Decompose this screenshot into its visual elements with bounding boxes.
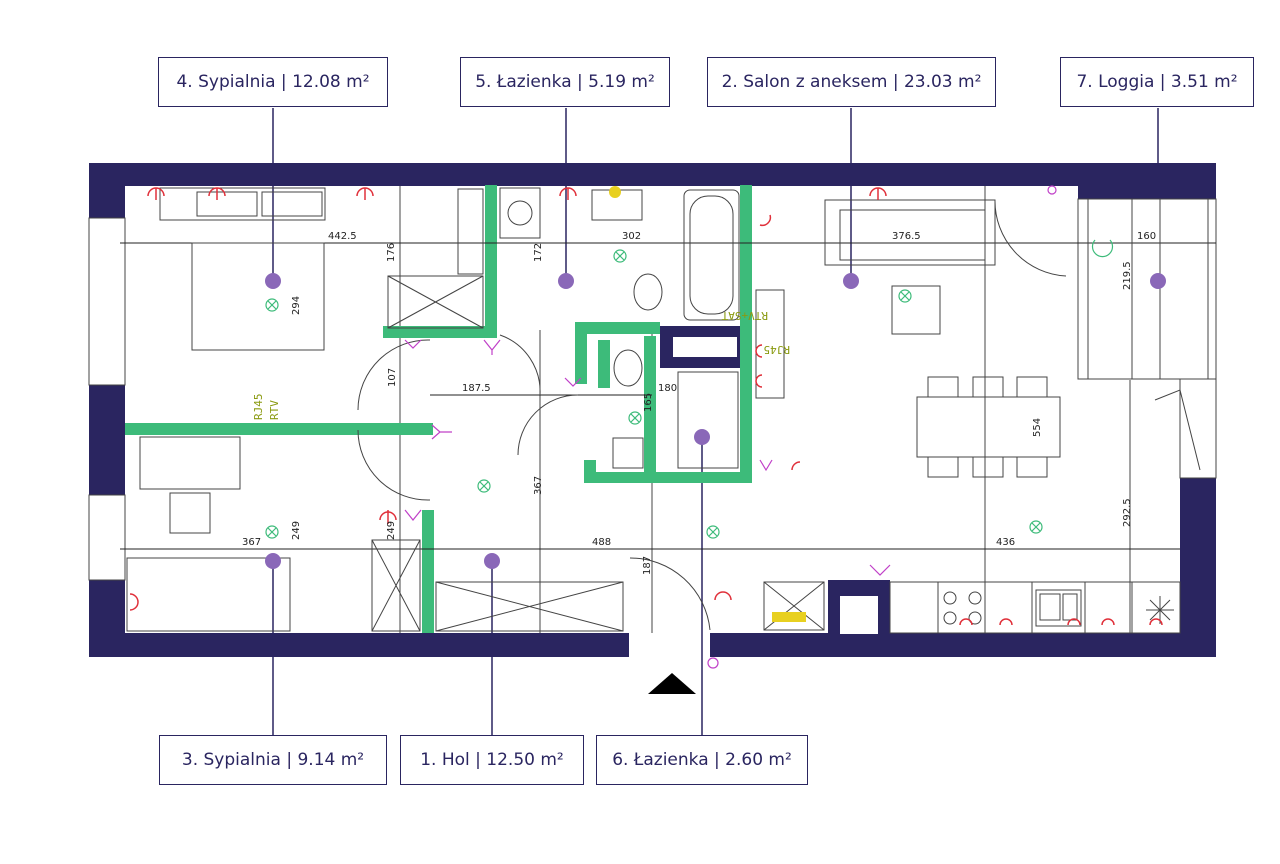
dim-442: 442.5	[328, 231, 357, 242]
dim-436: 436	[996, 537, 1015, 548]
wiring-fixtures	[404, 185, 1057, 669]
dim-249a: 249	[291, 521, 302, 540]
room-label-sypialnia-4: 4. Sypialnia | 12.08 m²	[158, 57, 388, 107]
room-marker-lazienka-6	[694, 429, 710, 445]
room-marker-sypialnia-3	[265, 553, 281, 569]
dim-249b: 249	[386, 521, 397, 540]
dim-376: 376.5	[892, 231, 921, 242]
room-label-hol-1: 1. Hol | 12.50 m²	[400, 735, 584, 785]
network-annotations: RJ45 RTV RTV+SAT RJ45	[252, 309, 790, 420]
entrance-arrow-icon	[648, 673, 696, 694]
rtv-left-label: RTV	[268, 400, 281, 420]
room-label-lazienka-6: 6. Łazienka | 2.60 m²	[596, 735, 808, 785]
rj45-right-label: RJ45	[764, 343, 791, 356]
room-markers	[265, 273, 1166, 569]
room-label-sypialnia-3: 3. Sypialnia | 9.14 m²	[159, 735, 387, 785]
thin-lines	[399, 185, 1131, 633]
room-label-lazienka-5: 5. Łazienka | 5.19 m²	[460, 57, 670, 107]
room-label-loggia-7: 7. Loggia | 3.51 m²	[1060, 57, 1254, 107]
dim-2195: 219.5	[1122, 261, 1133, 290]
outer-walls	[89, 163, 1216, 657]
dimension-lines	[120, 242, 1216, 550]
dim-367b: 367	[533, 476, 544, 495]
dim-554: 554	[1032, 418, 1043, 437]
room-marker-sypialnia-4	[265, 273, 281, 289]
dim-165: 165	[643, 393, 654, 412]
hob-light-icon	[772, 612, 806, 622]
ceiling-lights	[265, 239, 1114, 539]
room-marker-salon-2	[843, 273, 859, 289]
dim-1875: 187.5	[462, 383, 491, 394]
light-fixture-icon	[609, 186, 621, 198]
dim-180: 180	[658, 383, 677, 394]
dim-294: 294	[291, 296, 302, 315]
partition-walls	[125, 185, 752, 633]
furniture	[126, 187, 1181, 634]
room-label-salon-2: 2. Salon z aneksem | 23.03 m²	[707, 57, 996, 107]
loggia-frame	[1087, 199, 1209, 379]
dim-488: 488	[592, 537, 611, 548]
dim-107: 107	[387, 368, 398, 387]
dim-187: 187	[642, 556, 653, 575]
dim-367a: 367	[242, 537, 261, 548]
dim-2925: 292.5	[1122, 498, 1133, 527]
rtv-sat-label: RTV+SAT	[721, 309, 768, 322]
dim-172: 172	[533, 243, 544, 262]
room-marker-hol-1	[484, 553, 500, 569]
room-marker-lazienka-5	[558, 273, 574, 289]
sockets	[129, 187, 1163, 626]
doors	[357, 199, 1201, 631]
dimension-labels: 442.5 302 376.5 160 187.5 180 367 488 43…	[242, 231, 1156, 575]
dim-302: 302	[622, 231, 641, 242]
dim-176: 176	[386, 243, 397, 262]
rj45-left-label: RJ45	[252, 394, 265, 421]
room-marker-loggia-7	[1150, 273, 1166, 289]
dim-160: 160	[1137, 231, 1156, 242]
